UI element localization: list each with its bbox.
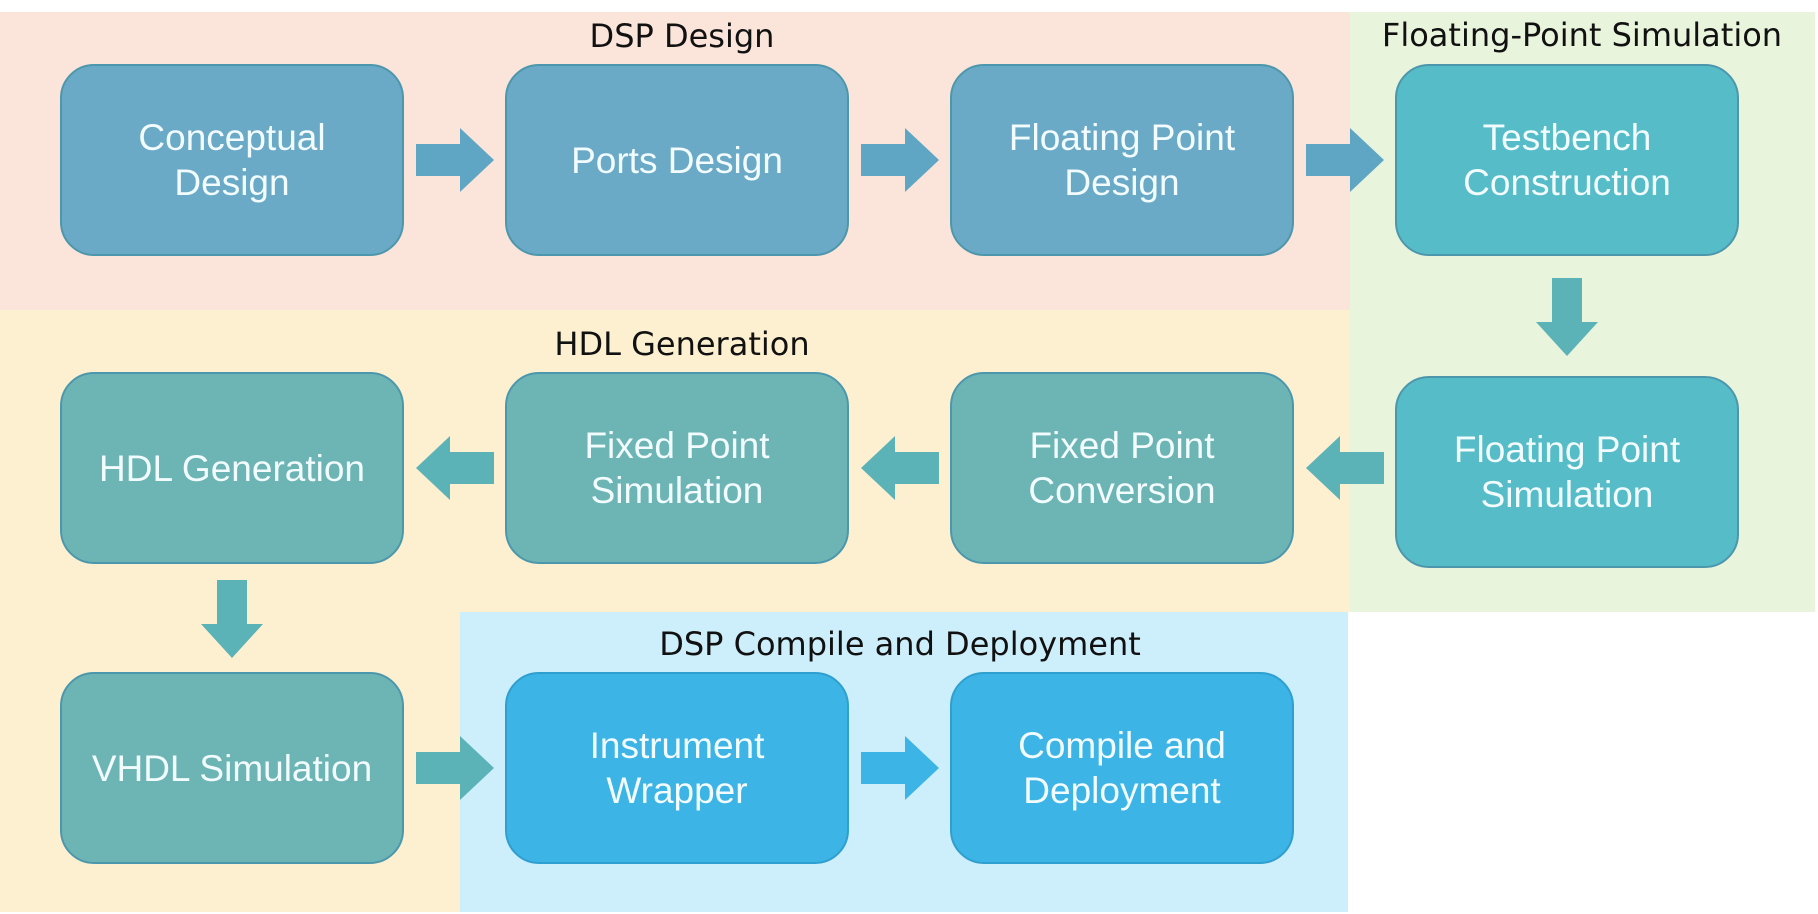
floating-point-design-box: Floating Point Design xyxy=(950,64,1294,256)
floating-point-simulation-title: Floating-Point Simulation xyxy=(1381,16,1783,54)
arrow-floating-simulation-to-conversion xyxy=(1306,436,1384,500)
dsp-design-title: DSP Design xyxy=(589,17,775,55)
floating-point-simulation-label: Floating Point Simulation xyxy=(1453,429,1681,515)
compile-and-deployment-box: Compile and Deployment xyxy=(950,672,1294,864)
arrow-vhdl-simulation-to-wrapper xyxy=(416,736,494,800)
testbench-construction-box: Testbench Construction xyxy=(1395,64,1739,256)
arrow-wrapper-to-compile xyxy=(861,736,939,800)
arrow-hdl-generation-to-vhdl-simulation xyxy=(201,580,263,658)
fixed-point-simulation-label: Fixed Point Simulation xyxy=(584,425,770,511)
hdl-generation-box: HDL Generation xyxy=(60,372,404,564)
hdl-generation-label: HDL Generation xyxy=(99,447,365,489)
floating-point-simulation-box: Floating Point Simulation xyxy=(1395,376,1739,568)
fixed-point-simulation-box: Fixed Point Simulation xyxy=(505,372,849,564)
floating-point-design-label: Floating Point Design xyxy=(1008,117,1236,203)
fixed-point-conversion-label: Fixed Point Conversion xyxy=(1028,425,1216,511)
arrow-fixed-simulation-to-hdl-generation xyxy=(416,436,494,500)
arrow-floating-design-to-testbench xyxy=(1306,128,1384,192)
arrow-ports-to-floating-design xyxy=(861,128,939,192)
dsp-compile-deployment-title: DSP Compile and Deployment xyxy=(659,625,1141,663)
vhdl-simulation-label: VHDL Simulation xyxy=(91,747,373,789)
arrow-conversion-to-fixed-simulation xyxy=(861,436,939,500)
conceptual-design-label: Conceptual Design xyxy=(138,117,326,203)
arrow-testbench-to-floating-simulation xyxy=(1536,278,1598,356)
instrument-wrapper-box: Instrument Wrapper xyxy=(505,672,849,864)
ports-design-box: Ports Design xyxy=(505,64,849,256)
hdl-generation-title: HDL Generation xyxy=(554,325,810,363)
instrument-wrapper-label: Instrument Wrapper xyxy=(589,725,765,811)
compile-and-deployment-label: Compile and Deployment xyxy=(1018,725,1226,811)
ports-design-label: Ports Design xyxy=(571,139,783,181)
conceptual-design-box: Conceptual Design xyxy=(60,64,404,256)
vhdl-simulation-box: VHDL Simulation xyxy=(60,672,404,864)
testbench-construction-label: Testbench Construction xyxy=(1463,117,1671,203)
fixed-point-conversion-box: Fixed Point Conversion xyxy=(950,372,1294,564)
arrow-conceptual-to-ports xyxy=(416,128,494,192)
